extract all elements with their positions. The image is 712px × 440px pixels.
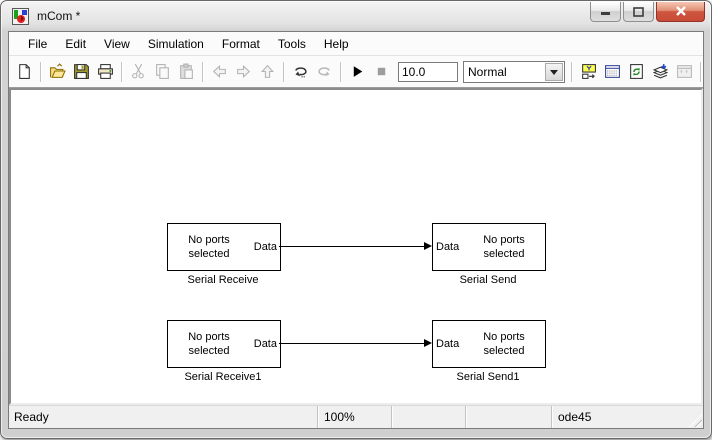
redo-icon[interactable] [313,60,336,83]
model-browser-icon[interactable] [601,60,624,83]
wire-arrowhead-icon [424,242,432,250]
chevron-down-icon[interactable] [545,62,563,81]
block-name-label[interactable]: Serial Send1 [456,371,520,383]
toolbar-separator [283,61,285,82]
menu-format[interactable]: Format [221,36,260,51]
block-serial-receive1[interactable]: No ports selected Data [167,320,281,368]
undo-icon[interactable] [289,60,312,83]
toolbar-separator [571,61,573,82]
status-panel-empty [466,406,552,428]
paste-icon[interactable] [175,60,198,83]
window-title: mCom * [37,9,81,23]
start-simulation-icon[interactable] [346,60,369,83]
toolbar-separator [40,61,42,82]
build-all-icon[interactable] [649,60,672,83]
minimize-button[interactable] [590,2,621,22]
menu-tools[interactable]: Tools [277,36,306,51]
block-body-text: No ports selected [188,233,230,260]
block-body-text: No ports selected [188,330,230,357]
block-body-text: No ports selected [483,330,525,357]
menu-edit[interactable]: Edit [65,36,87,51]
library-browser-icon[interactable] [577,60,600,83]
go-up-icon[interactable] [256,60,279,83]
diagram-canvas[interactable]: No ports selected Data Data No ports sel… [9,88,703,405]
solver-name: ode45 [552,406,703,428]
minimize-icon [601,12,610,15]
zoom-level: 100% [318,406,392,428]
refresh-model-blocks-icon[interactable] [625,60,648,83]
signal-wire[interactable] [279,246,425,247]
status-panel-empty [392,406,466,428]
block-name-label[interactable]: Serial Receive1 [184,371,262,383]
menu-simulation[interactable]: Simulation [147,36,204,51]
input-port-label: Data [436,338,460,350]
save-model-icon[interactable] [70,60,93,83]
toolbar-separator [202,61,204,82]
title-bar[interactable]: mCom * [1,1,711,31]
status-bar: Ready 100% ode45 [9,405,703,428]
go-back-icon[interactable] [208,60,231,83]
menu-file[interactable]: File [28,36,48,51]
caption-buttons [590,2,705,22]
block-serial-send[interactable]: Data No ports selected [432,223,546,271]
simulation-mode-combobox[interactable]: Normal [463,60,565,83]
block-serial-send1[interactable]: Data No ports selected [432,320,546,368]
cut-icon[interactable] [127,60,150,83]
toolbar-separator [340,61,342,82]
status-message: Ready [9,406,318,428]
toolbar-separator [700,61,702,82]
output-port-label: Data [253,338,277,350]
simulation-mode-value: Normal [468,64,507,79]
block-name-label[interactable]: Serial Receive [187,274,259,286]
simulink-model-icon [12,8,29,25]
simulation-stop-time-input[interactable] [398,61,458,82]
menu-view[interactable]: View [104,36,130,51]
maximize-icon [633,6,644,17]
print-icon[interactable] [94,60,117,83]
block-body-text: No ports selected [483,233,525,260]
menu-help[interactable]: Help [323,36,349,51]
signal-wire[interactable] [279,343,425,344]
output-port-label: Data [253,241,277,253]
update-diagram-icon[interactable] [673,60,696,83]
resize-grip[interactable] [689,414,702,427]
stop-simulation-icon[interactable] [370,60,393,83]
new-document-icon[interactable] [13,60,36,83]
client-area: File Edit View Simulation Format Tools H… [8,31,704,429]
copy-icon[interactable] [151,60,174,83]
solver-label: ode45 [558,410,592,424]
toolbar: Normal [9,56,703,88]
wire-arrowhead-icon [424,339,432,347]
block-name-label[interactable]: Serial Send [459,274,517,286]
close-button[interactable] [656,2,705,22]
maximize-button[interactable] [623,2,654,22]
go-forward-icon[interactable] [232,60,255,83]
toolbar-separator [121,61,123,82]
input-port-label: Data [436,241,460,253]
open-model-icon[interactable] [46,60,69,83]
menu-bar: File Edit View Simulation Format Tools H… [9,32,703,56]
block-serial-receive[interactable]: No ports selected Data [167,223,281,271]
close-icon [675,6,686,16]
